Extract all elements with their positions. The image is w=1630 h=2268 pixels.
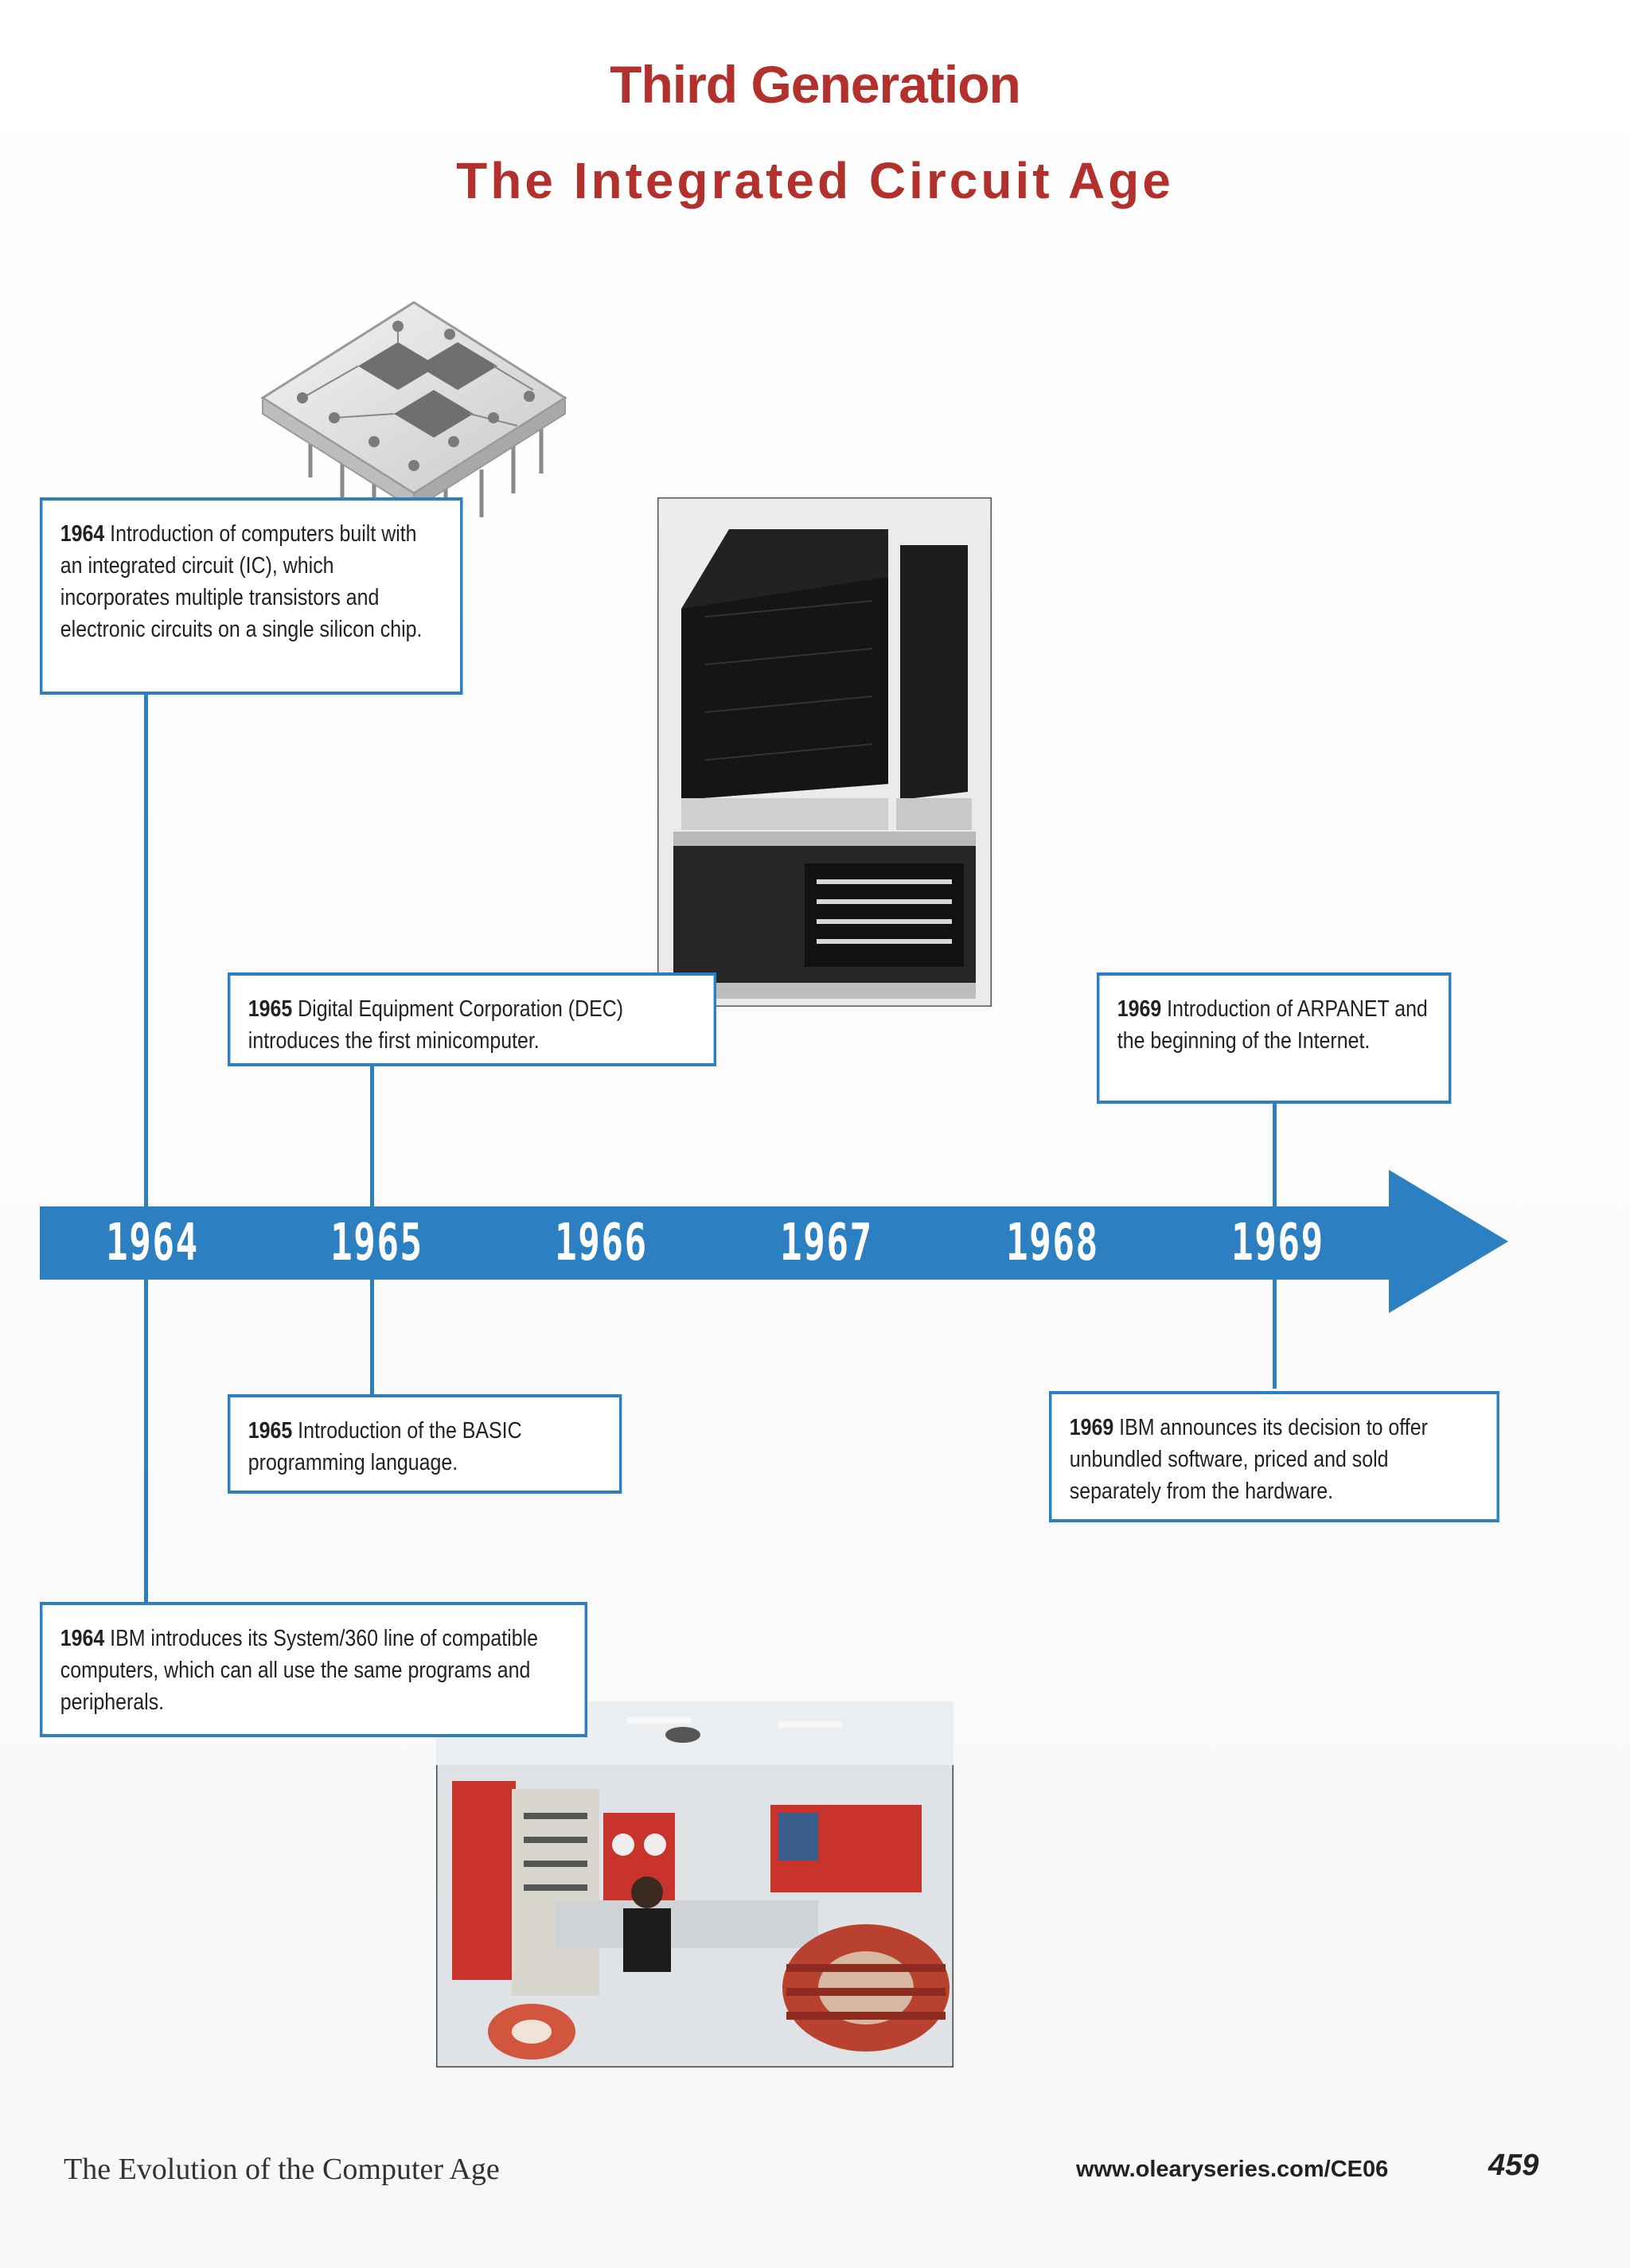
event-year: 1969 — [1117, 996, 1162, 1022]
event-text: Introduction of computers built with an … — [60, 521, 423, 642]
page-title: Third Generation — [610, 55, 1021, 114]
year-label-1967: 1967 — [780, 1214, 873, 1272]
year-label-1966: 1966 — [555, 1214, 648, 1272]
footer-book-title: The Evolution of the Computer Age — [64, 2153, 500, 2186]
event-year: 1964 — [60, 521, 105, 547]
event-year: 1965 — [248, 996, 293, 1022]
event-text: IBM announces its decision to offer unbu… — [1069, 1415, 1428, 1504]
event-year: 1965 — [248, 1418, 293, 1444]
ic-chip-image — [260, 301, 567, 535]
connector-1964 — [144, 692, 148, 1607]
event-text: Introduction of ARPANET and the beginnin… — [1117, 996, 1428, 1054]
year-label-1968: 1968 — [1006, 1214, 1099, 1272]
event-year: 1964 — [60, 1626, 105, 1651]
event-year: 1969 — [1069, 1415, 1114, 1440]
event-text: Digital Equipment Corporation (DEC) intr… — [248, 996, 624, 1054]
page-subtitle: The Integrated Circuit Age — [456, 152, 1174, 209]
year-label-1964: 1964 — [106, 1214, 199, 1272]
page-number: 459 — [1488, 2149, 1539, 2182]
ibm-system360-photo — [436, 1701, 953, 2067]
year-label-1969: 1969 — [1231, 1214, 1324, 1272]
dec-minicomputer-photo — [657, 497, 992, 1007]
event-text: Introduction of the BASIC programming la… — [248, 1418, 522, 1475]
year-label-1965: 1965 — [330, 1214, 423, 1272]
event-text: IBM introduces its System/360 line of co… — [60, 1626, 539, 1715]
footer-url: www.olearyseries.com/CE06 — [1076, 2157, 1389, 2182]
